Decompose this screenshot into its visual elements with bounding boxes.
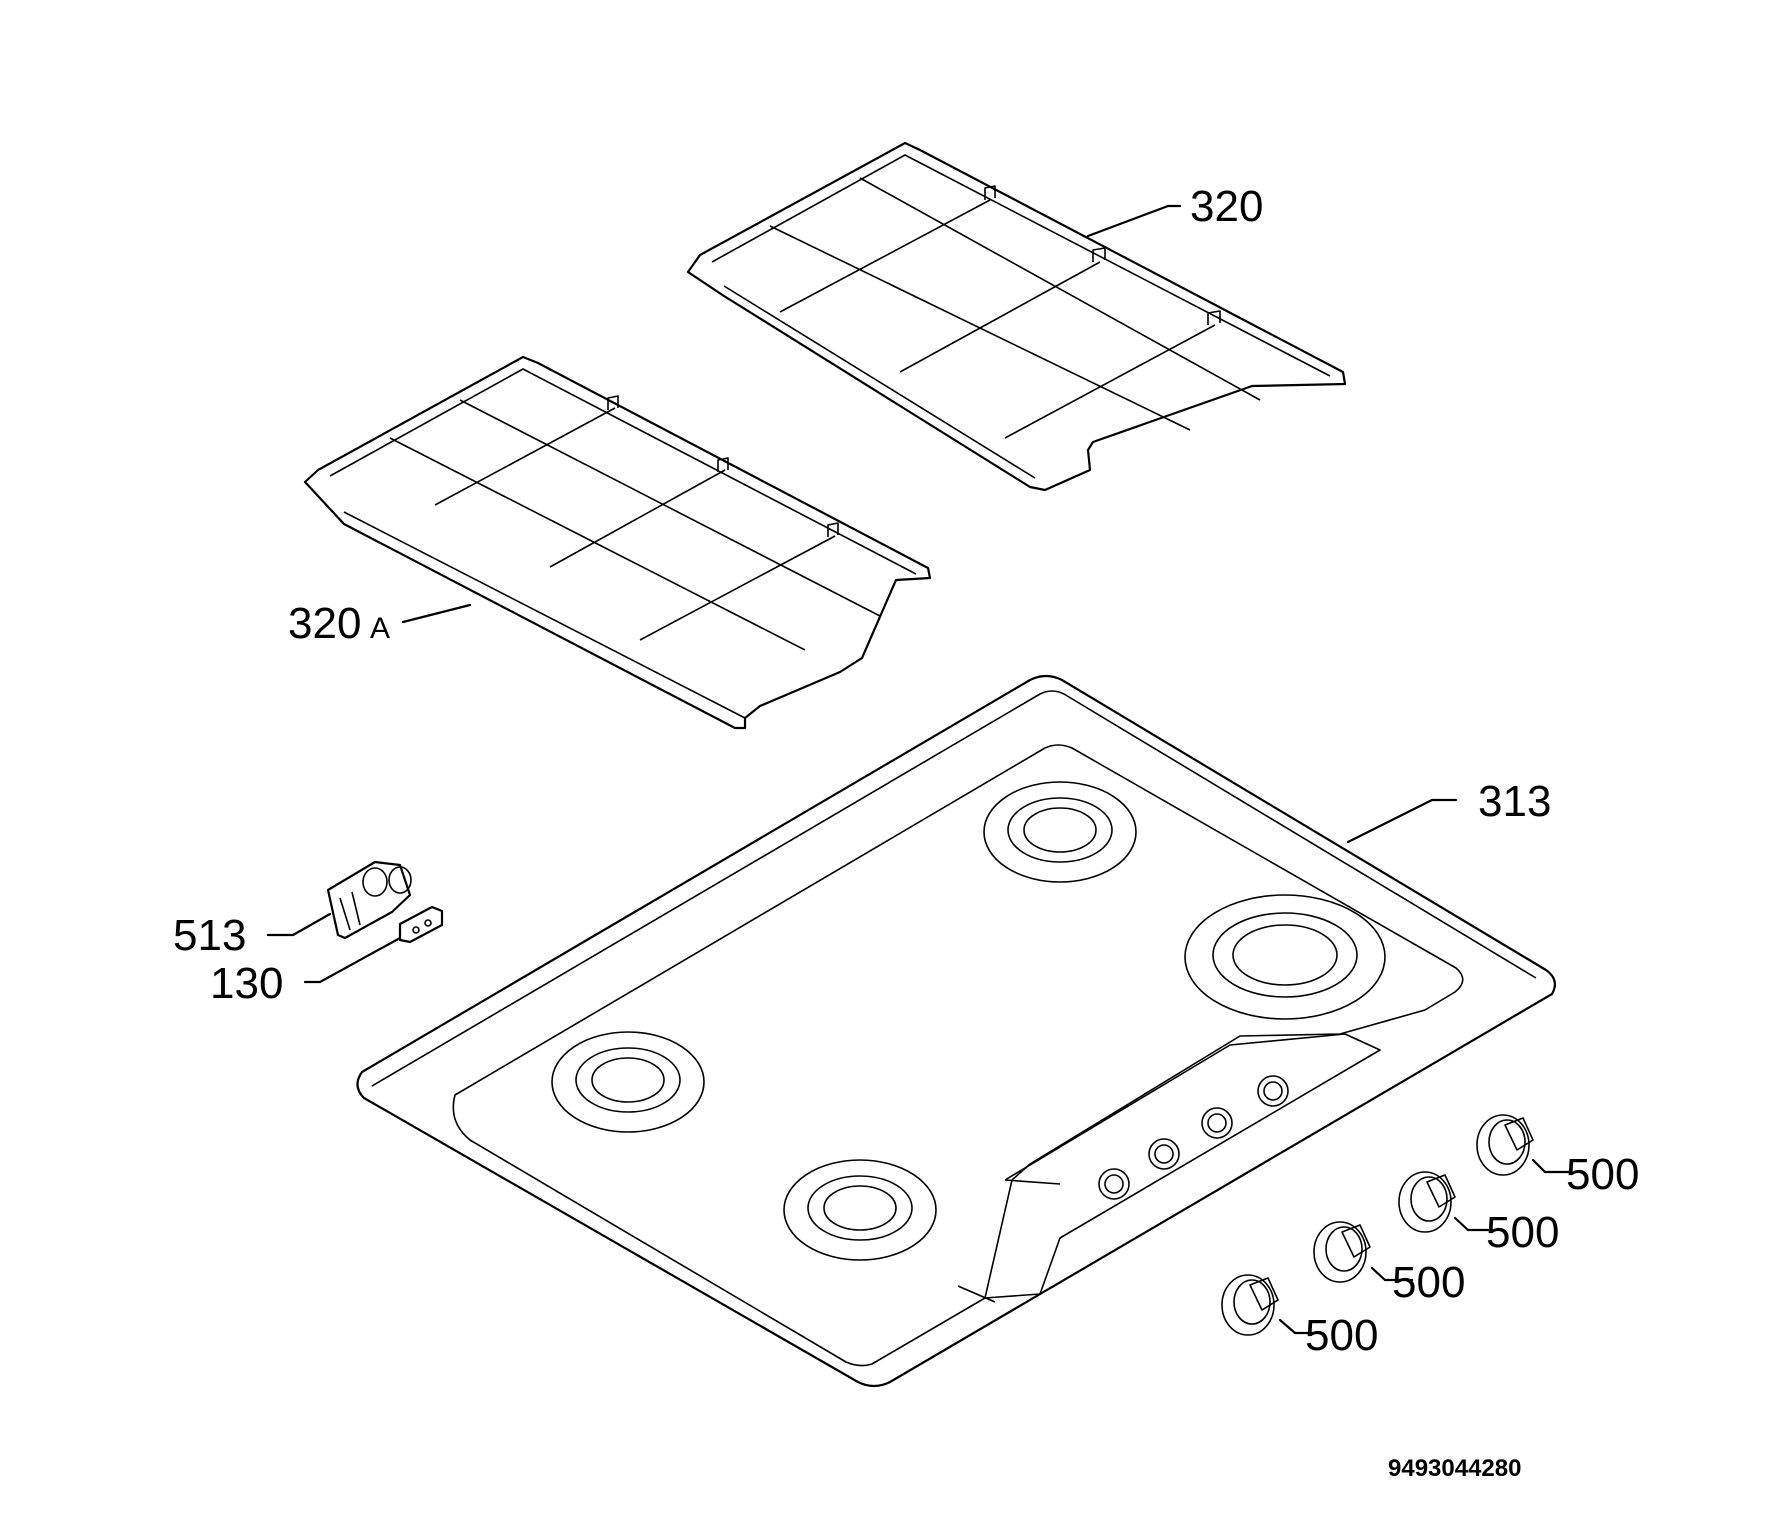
label-part-320a: 320: [288, 599, 361, 648]
burner-front-right: [783, 1159, 937, 1261]
label-part-320: 320: [1190, 182, 1263, 231]
label-part-500: 500: [1392, 1258, 1465, 1307]
label-part-500: 500: [1305, 1311, 1378, 1360]
control-knob: [1476, 1114, 1534, 1176]
leader-lines: [266, 204, 1572, 1335]
control-knob: [1313, 1221, 1371, 1283]
label-part-513: 513: [173, 911, 246, 960]
pan-support-left: [303, 355, 932, 730]
pan-support-right: [686, 141, 1347, 492]
burner-rear-left: [983, 781, 1137, 883]
label-part-500: 500: [1566, 1150, 1639, 1199]
clip-part: [398, 905, 444, 944]
burner-front-left: [551, 1031, 705, 1133]
bracket-part: [326, 860, 412, 940]
label-part-320a-suffix: A: [370, 612, 390, 645]
burner-rear-right: [1184, 894, 1386, 1020]
knob-holes: [1098, 1075, 1289, 1200]
label-part-500: 500: [1486, 1208, 1559, 1257]
hob-top-panel: [356, 674, 1557, 1388]
document-number: 9493044280: [1388, 1455, 1521, 1482]
label-part-130: 130: [210, 959, 283, 1008]
control-knob: [1221, 1274, 1279, 1336]
label-part-313: 313: [1478, 777, 1551, 826]
control-knob: [1398, 1171, 1456, 1233]
